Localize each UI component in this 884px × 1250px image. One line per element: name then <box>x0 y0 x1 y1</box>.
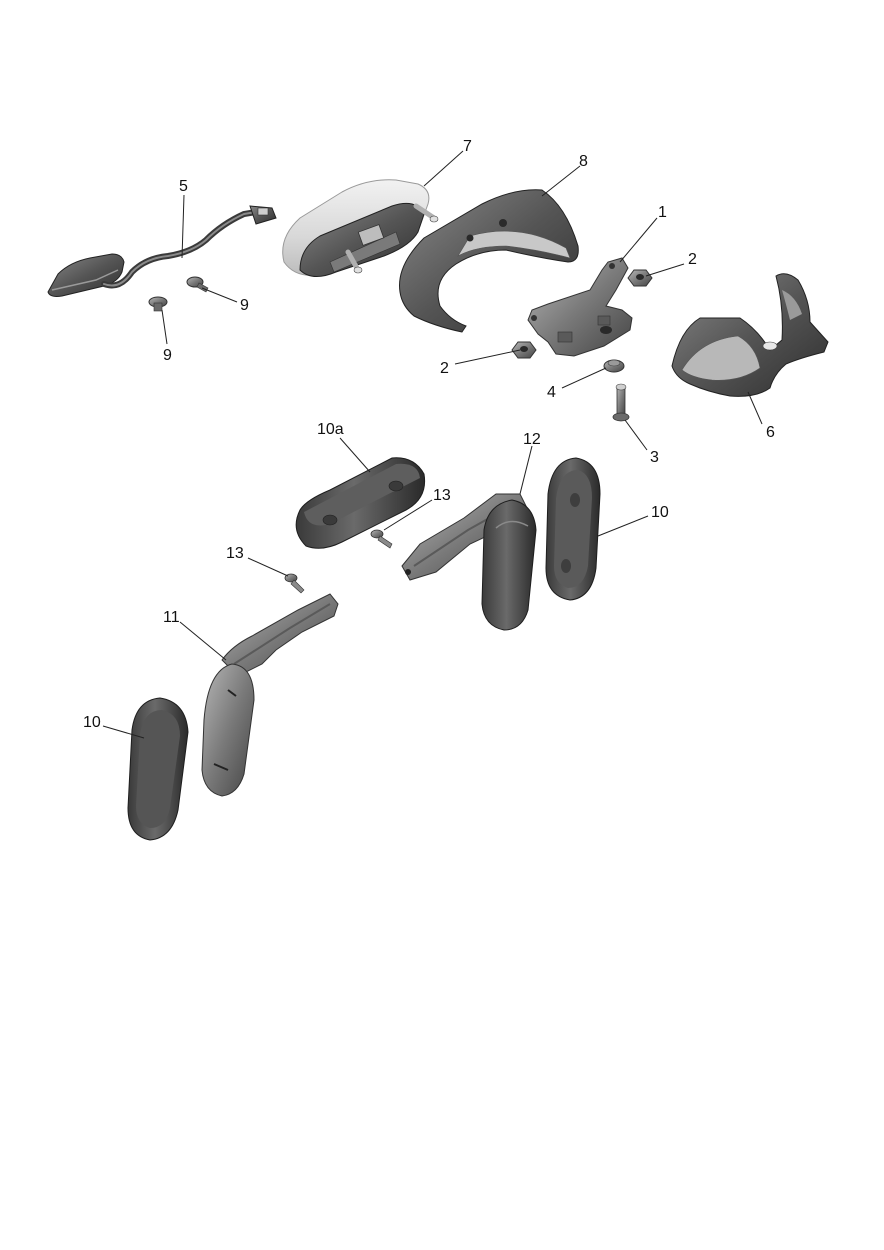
part-9-screw-upper <box>186 276 209 293</box>
part-8-cover <box>399 189 579 333</box>
part-13-pin-upper <box>370 529 393 549</box>
part-2-nut-lower <box>511 341 537 359</box>
part-6-rear-housing <box>671 273 829 397</box>
part-1-bracket <box>527 257 633 357</box>
callout-6: 6 <box>766 424 775 441</box>
part-2-nut-upper <box>627 269 653 287</box>
callout-2: 2 <box>440 360 449 377</box>
callout-labels: 1 2 2 3 4 5 6 7 8 9 9 10a 10 10 11 12 13… <box>83 138 775 731</box>
callout-13: 13 <box>433 487 451 504</box>
part-11-left-arm <box>201 593 339 797</box>
callout-8: 8 <box>579 153 588 170</box>
callout-9: 9 <box>163 347 172 364</box>
part-3-bolt <box>612 383 630 422</box>
callout-13: 13 <box>226 545 244 562</box>
callout-10: 10 <box>651 504 669 521</box>
callout-7: 7 <box>463 138 472 155</box>
callout-11: 11 <box>163 609 180 626</box>
callout-1: 1 <box>658 204 667 221</box>
leader-lines <box>102 150 763 739</box>
part-10a-plate <box>295 457 426 549</box>
part-13-pin-lower <box>284 573 305 594</box>
part-7-tail-lamp <box>282 179 439 277</box>
part-4-grommet <box>603 359 625 373</box>
callout-10a: 10a <box>317 421 344 438</box>
callout-10: 10 <box>83 714 101 731</box>
part-12-right-arm <box>401 493 537 631</box>
callout-9: 9 <box>240 297 249 314</box>
callout-3: 3 <box>650 449 659 466</box>
part-10-pad-right <box>545 457 601 601</box>
callout-12: 12 <box>523 431 541 448</box>
callout-5: 5 <box>179 178 188 195</box>
part-9-screw-lower <box>148 296 168 312</box>
callout-4: 4 <box>547 384 556 401</box>
callout-2: 2 <box>688 251 697 268</box>
part-5-indicator-assembly <box>47 205 277 297</box>
part-10-pad-left <box>127 697 189 841</box>
